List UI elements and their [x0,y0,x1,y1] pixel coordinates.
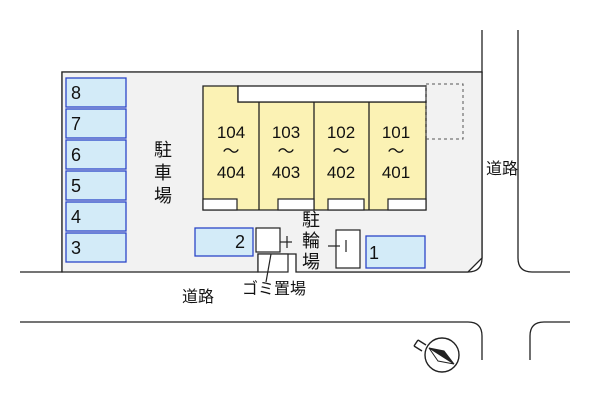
bicycle-parking [255,227,361,283]
unit-101-bottom: 401 [382,163,410,182]
unit-102-bottom: 402 [327,163,355,182]
bicycle-parking-char-3: 場 [302,252,320,272]
unit-103-bottom: 403 [272,163,300,182]
bicycle-rack-right [335,229,361,269]
balcony-104 [202,198,238,211]
garbage-area-label: ゴミ置場 [242,279,306,298]
unit-101-range: ～ [388,142,405,161]
apartment-building: 104 ～ 404 103 ～ 403 102 ～ 402 101 ～ 401 [202,83,464,211]
parking-space-label-4: 4 [71,207,81,227]
unit-101-top: 101 [382,123,410,142]
parking-space-2 [194,227,254,257]
parking-lot-char-1: 駐 [154,140,172,160]
unit-104-top: 104 [217,123,245,142]
parking-space-1 [365,235,426,269]
bicycle-rack-left [255,227,281,253]
parking-space-label-1: 1 [369,243,379,263]
north-arrow-icon [413,337,460,373]
unit-104-range: ～ [223,142,240,161]
parking-space-8 [65,77,127,108]
balcony-103 [277,198,315,211]
road-label-bottom: 道路 [182,288,214,306]
parking-space-6 [65,139,127,170]
dashed-area [425,83,464,140]
bicycle-parking-char-1: 駐 [302,210,320,230]
parking-space-label-7: 7 [71,114,81,134]
building-corridor [237,85,427,103]
parking-space-label-8: 8 [71,83,81,103]
balcony-102 [327,198,365,211]
unit-102-range: ～ [333,142,350,161]
garbage-leader-line [265,253,272,283]
unit-104-bottom: 404 [217,163,245,182]
balcony-101 [387,198,427,211]
unit-103-top: 103 [272,123,300,142]
parking-space-label-5: 5 [71,176,81,196]
bicycle-parking-char-2: 輪 [302,231,320,251]
parking-space-7 [65,108,127,139]
parking-space-label-3: 3 [71,238,81,258]
road-edge-bottom-right [529,321,570,360]
road-label-right: 道路 [486,160,518,178]
bicycle-parking-label: 駐 輪 場 [302,210,320,272]
parking-space-4 [65,201,127,232]
parking-spaces-left: 8 7 6 5 4 3 [65,77,127,263]
parking-lot-char-2: 車 [154,163,172,183]
unit-102-top: 102 [327,123,355,142]
parking-space-3 [65,232,127,263]
road-edge-right-outer [517,30,570,273]
parking-space-label-2: 2 [235,232,245,252]
parking-lot-label: 駐 車 場 [154,140,172,206]
parking-space-5 [65,170,127,201]
parking-space-label-6: 6 [71,145,81,165]
garbage-box [257,253,289,273]
parking-lot-char-3: 場 [154,186,172,206]
road-edge-bottom [20,321,483,360]
unit-103-range: ～ [278,142,295,161]
